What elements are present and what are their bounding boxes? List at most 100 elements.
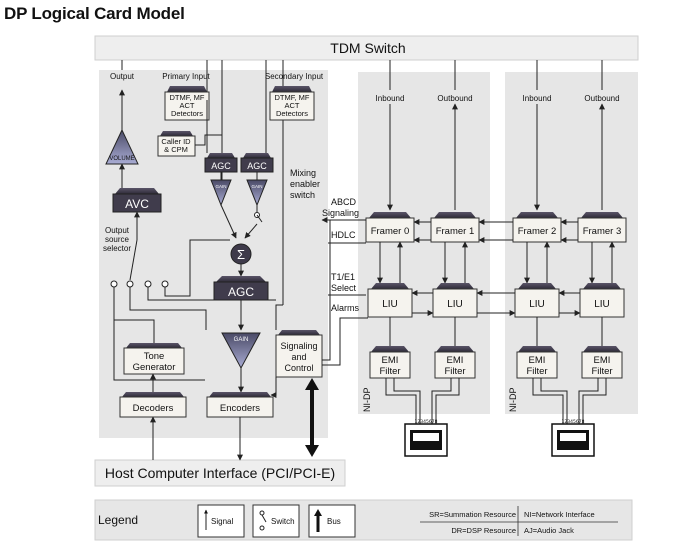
framer-1: Framer 1 [430, 212, 480, 243]
t1e1-line1: T1/E1 [331, 272, 355, 282]
selector-contact-1 [110, 280, 118, 288]
decoders-label: Decoders [133, 403, 174, 414]
framer-2: Framer 2 [512, 212, 562, 243]
detectors-secondary-line3: Detectors [276, 109, 308, 118]
primary-input-label: Primary Input [162, 72, 210, 81]
signaling-control-line1: Signaling [280, 341, 317, 351]
liu-2: LIU [514, 283, 560, 318]
rj-jack-2-pins: 12345678 [562, 419, 585, 425]
emi-2-line2: Filter [526, 366, 547, 377]
tone-generator-line1: Tone [144, 351, 165, 362]
gain-large-triangle: GAIN [221, 332, 261, 370]
detectors-secondary-line2: ACT [285, 101, 300, 110]
detectors-primary: DTMF, MF ACT Detectors [164, 86, 210, 121]
agc-large-label: AGC [228, 285, 254, 299]
sum-symbol: Σ [237, 247, 245, 262]
detectors-secondary-line1: DTMF, MF [275, 93, 310, 102]
legend-sr: SR=Summation Resource [429, 510, 516, 519]
encoders-box: Encoders [206, 392, 274, 418]
framer-3-label: Framer 3 [583, 226, 622, 237]
mixing-line1: Mixing [290, 168, 316, 178]
framer-0: Framer 0 [365, 212, 415, 243]
ni-dp-label-2: NI-DP [508, 388, 518, 413]
tdm-switch-label: TDM Switch [330, 40, 405, 56]
avc-label: AVC [125, 197, 149, 211]
avc-block: AVC [112, 188, 162, 213]
ni-dp-label-1: NI-DP [362, 388, 372, 413]
framer-3: Framer 3 [577, 212, 627, 243]
caller-id-line1: Caller ID [161, 137, 191, 146]
emi-0-line2: Filter [379, 366, 400, 377]
agc-small-secondary: AGC [240, 153, 274, 173]
legend-switch-label: Switch [271, 517, 295, 526]
summation-node: Σ [230, 243, 252, 265]
host-interface-label: Host Computer Interface (PCI/PCI-E) [105, 465, 335, 481]
bus-arrow [305, 378, 319, 457]
framer-1-label: Framer 1 [436, 226, 475, 237]
legend-signal-label: Signal [211, 517, 233, 526]
inbound-label-2: Inbound [523, 94, 552, 103]
agc-small-primary-label: AGC [211, 161, 231, 171]
detectors-primary-line2: ACT [180, 101, 195, 110]
legend-aj: AJ=Audio Jack [524, 526, 574, 535]
emi-filter-0: EMI Filter [369, 346, 411, 379]
output-label: Output [110, 72, 135, 81]
detectors-primary-line3: Detectors [171, 109, 203, 118]
output-source-line1: Output [105, 226, 130, 235]
output-source-line3: selector [103, 244, 131, 253]
agc-small-primary: AGC [204, 153, 238, 173]
legend-signal: Signal [197, 504, 245, 538]
signaling-control-box: Signaling and Control [275, 330, 323, 378]
mixing-line2: enabler [290, 179, 320, 189]
abcd-line2: Signaling [322, 208, 359, 218]
abcd-line1: ABCD [331, 197, 357, 207]
gain-small-primary-label: GAIN [215, 184, 226, 189]
signaling-control-line3: Control [284, 363, 313, 373]
rj-jack-1-pins: 12345678 [415, 419, 438, 425]
emi-2-line1: EMI [529, 355, 546, 366]
secondary-input-label: Secondary Input [265, 72, 324, 81]
encoders-label: Encoders [220, 403, 260, 414]
outbound-label-2: Outbound [584, 94, 619, 103]
detectors-secondary: DTMF, MF ACT Detectors [269, 86, 315, 121]
decoders-box: Decoders [119, 392, 187, 418]
emi-3-line2: Filter [591, 366, 612, 377]
emi-filter-3: EMI Filter [581, 346, 623, 379]
legend-bus-label: Bus [327, 517, 341, 526]
tone-generator-line2: Generator [133, 362, 176, 373]
signaling-control-line2: and [291, 352, 306, 362]
legend-title: Legend [98, 513, 138, 527]
legend-dr: DR=DSP Resource [451, 526, 516, 535]
gain-small-secondary-label: GAIN [251, 184, 262, 189]
mixing-line3: switch [290, 190, 315, 200]
legend-switch: Switch [252, 504, 300, 538]
liu-0: LIU [367, 283, 413, 318]
selector-contact-3 [144, 280, 152, 288]
legend-panel [94, 499, 633, 541]
legend-bus: Bus [308, 504, 356, 538]
rj-jack-2: 12345678 [551, 419, 595, 457]
tone-generator-box: Tone Generator [123, 343, 185, 375]
inbound-label-1: Inbound [376, 94, 405, 103]
volume-label: VOLUME [109, 156, 134, 162]
rj-jack-1: 12345678 [404, 419, 448, 457]
page-title: DP Logical Card Model [4, 4, 185, 23]
hdlc-label: HDLC [331, 230, 356, 240]
emi-0-line1: EMI [382, 355, 399, 366]
detectors-primary-line1: DTMF, MF [170, 93, 205, 102]
legend-ni: NI=Network Interface [524, 510, 595, 519]
t1e1-line2: Select [331, 283, 357, 293]
tdm-switch-bar [94, 35, 639, 61]
liu-1: LIU [432, 283, 478, 318]
liu-0-label: LIU [382, 299, 398, 310]
outbound-label-1: Outbound [437, 94, 472, 103]
caller-id-box: Caller ID & CPM [157, 131, 196, 157]
emi-filter-2: EMI Filter [516, 346, 558, 379]
output-source-line2: source [105, 235, 130, 244]
selector-contact-4 [161, 280, 169, 288]
emi-1-line1: EMI [447, 355, 464, 366]
caller-id-line2: & CPM [164, 145, 188, 154]
liu-3-label: LIU [594, 299, 610, 310]
liu-2-label: LIU [529, 299, 545, 310]
